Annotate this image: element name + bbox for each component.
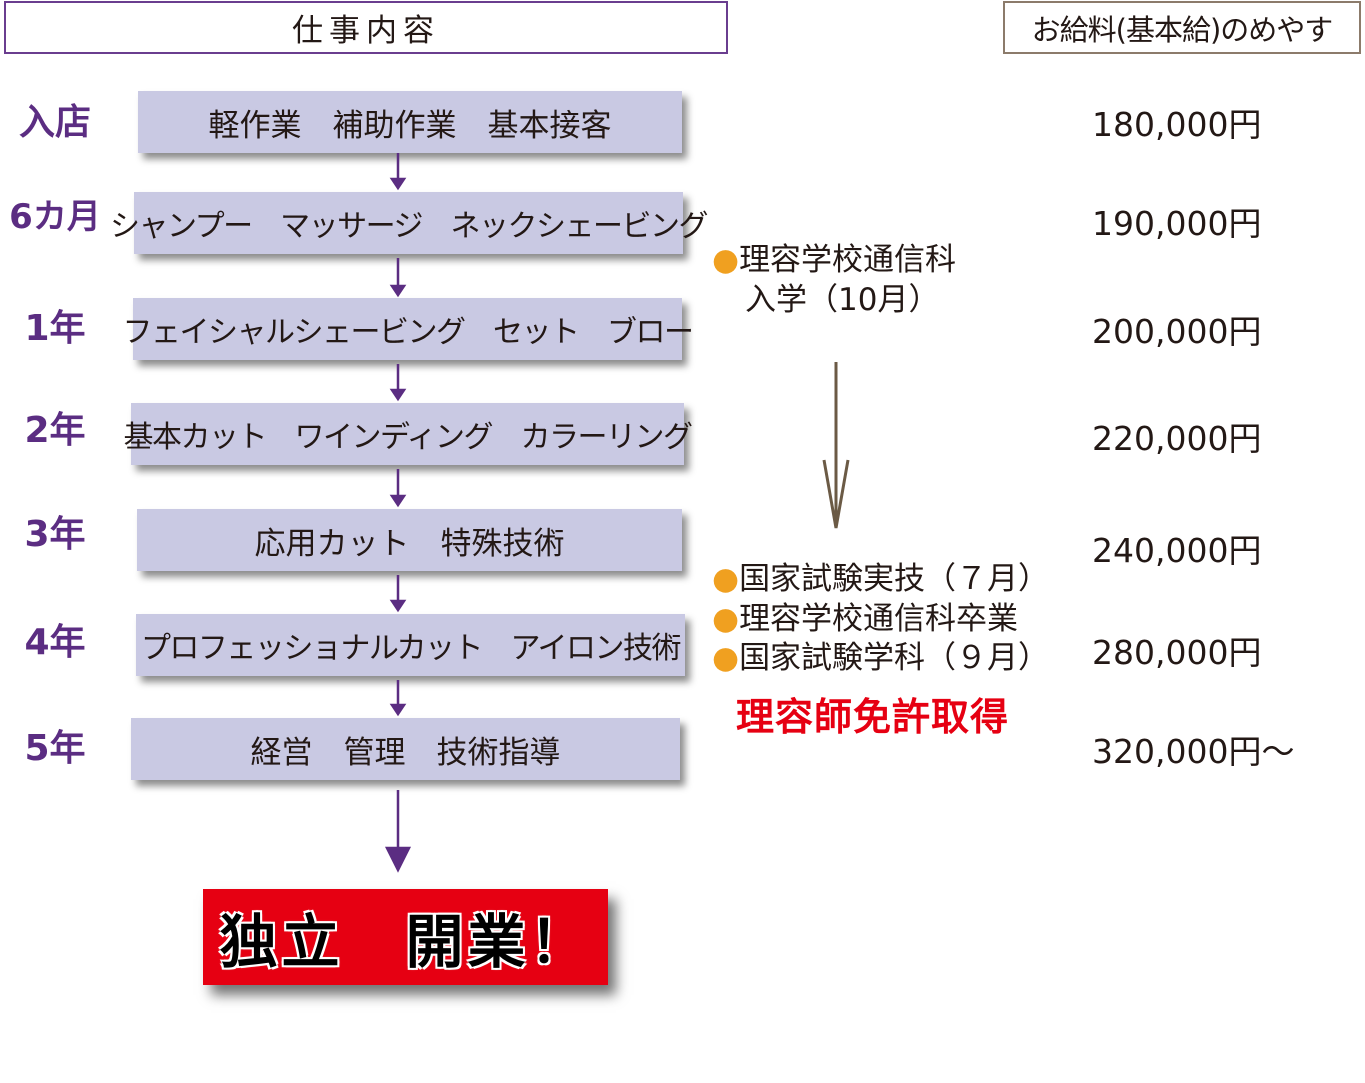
salary-entry: 180,000円 xyxy=(1092,105,1262,144)
note-exam-schedule: ●国家試験実技（７月） ●理容学校通信科卒業 ●国家試験学科（９月） xyxy=(712,560,1049,679)
salary-5year: 320,000円〜 xyxy=(1092,732,1295,771)
work-box-entry: 軽作業 補助作業 基本接客 xyxy=(138,91,682,153)
stage-label-entry: 入店 xyxy=(18,102,91,143)
note-school-entry-line1: 理容学校通信科 xyxy=(739,242,957,278)
bullet-icon: ● xyxy=(712,640,740,677)
work-box-5year: 経営 管理 技術指導 xyxy=(131,718,680,780)
note-exam-practical: 国家試験実技（７月） xyxy=(739,561,1050,597)
salary-6months: 190,000円 xyxy=(1092,204,1262,243)
stage-label-3year: 3年 xyxy=(24,514,86,555)
stage-label-6months: 6カ月 xyxy=(9,197,101,237)
arrow-1year-to-2year xyxy=(389,364,407,402)
independence-opening-box: 独立 開業！ xyxy=(203,889,608,985)
salary-1year: 200,000円 xyxy=(1092,312,1262,351)
work-box-1year: フェイシャルシェービング セット ブロー xyxy=(123,298,694,360)
bullet-icon: ● xyxy=(712,561,740,597)
arrow-3year-to-4year xyxy=(389,575,407,613)
note-school-entry: ●理容学校通信科 入学（10月） xyxy=(712,241,956,320)
work-box-4year: プロフェッショナルカット アイロン技術 xyxy=(136,614,685,676)
arrow-entry-to-6months xyxy=(389,153,407,191)
stage-label-4year: 4年 xyxy=(24,622,86,663)
salary-2year: 220,000円 xyxy=(1092,419,1262,458)
arrow-6months-to-1year xyxy=(389,258,407,298)
school-progress-arrow xyxy=(822,362,850,529)
license-acquired: 理容師免許取得 xyxy=(736,695,1010,739)
note-school-entry-line2: 入学（10月） xyxy=(745,281,940,318)
note-exam-written: 国家試験学科（９月） xyxy=(739,640,1050,677)
arrow-5year-to-independence xyxy=(384,790,412,873)
arrow-4year-to-5year xyxy=(389,680,407,717)
work-content-header: 仕事内容 xyxy=(4,1,728,54)
stage-label-1year: 1年 xyxy=(24,308,86,349)
salary-guide-header: お給料(基本給)のめやす xyxy=(1003,1,1361,54)
work-box-3year: 応用カット 特殊技術 xyxy=(137,509,682,571)
stage-label-5year: 5年 xyxy=(24,728,86,769)
salary-3year: 240,000円 xyxy=(1092,531,1262,570)
note-school-graduation: 理容学校通信科卒業 xyxy=(739,600,1019,637)
stage-label-2year: 2年 xyxy=(24,410,86,451)
bullet-icon: ● xyxy=(712,600,740,637)
work-box-2year: 基本カット ワインディング カラーリング xyxy=(124,403,693,465)
work-box-6months: シャンプー マッサージ ネックシェービング xyxy=(110,192,709,254)
salary-4year: 280,000円 xyxy=(1092,633,1262,672)
bullet-icon: ● xyxy=(712,242,740,278)
arrow-2year-to-3year xyxy=(389,469,407,508)
